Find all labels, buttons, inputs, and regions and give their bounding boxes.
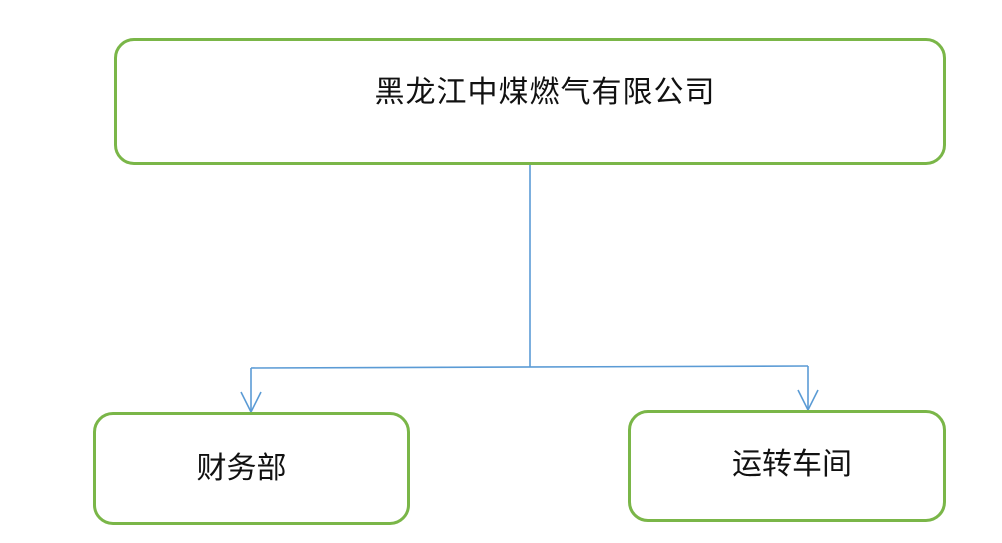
node-root-company: 黑龙江中煤燃气有限公司 <box>114 38 946 165</box>
connector-bar <box>250 365 809 369</box>
node-operations-workshop: 运转车间 <box>628 410 946 522</box>
node-root-label: 黑龙江中煤燃气有限公司 <box>374 74 716 110</box>
node-operations-label: 运转车间 <box>732 447 852 482</box>
node-finance-department: 财务部 <box>93 412 410 525</box>
node-finance-label: 财务部 <box>196 450 287 486</box>
arrowhead-right-icon <box>797 389 819 412</box>
arrowhead-left-icon <box>240 391 262 414</box>
